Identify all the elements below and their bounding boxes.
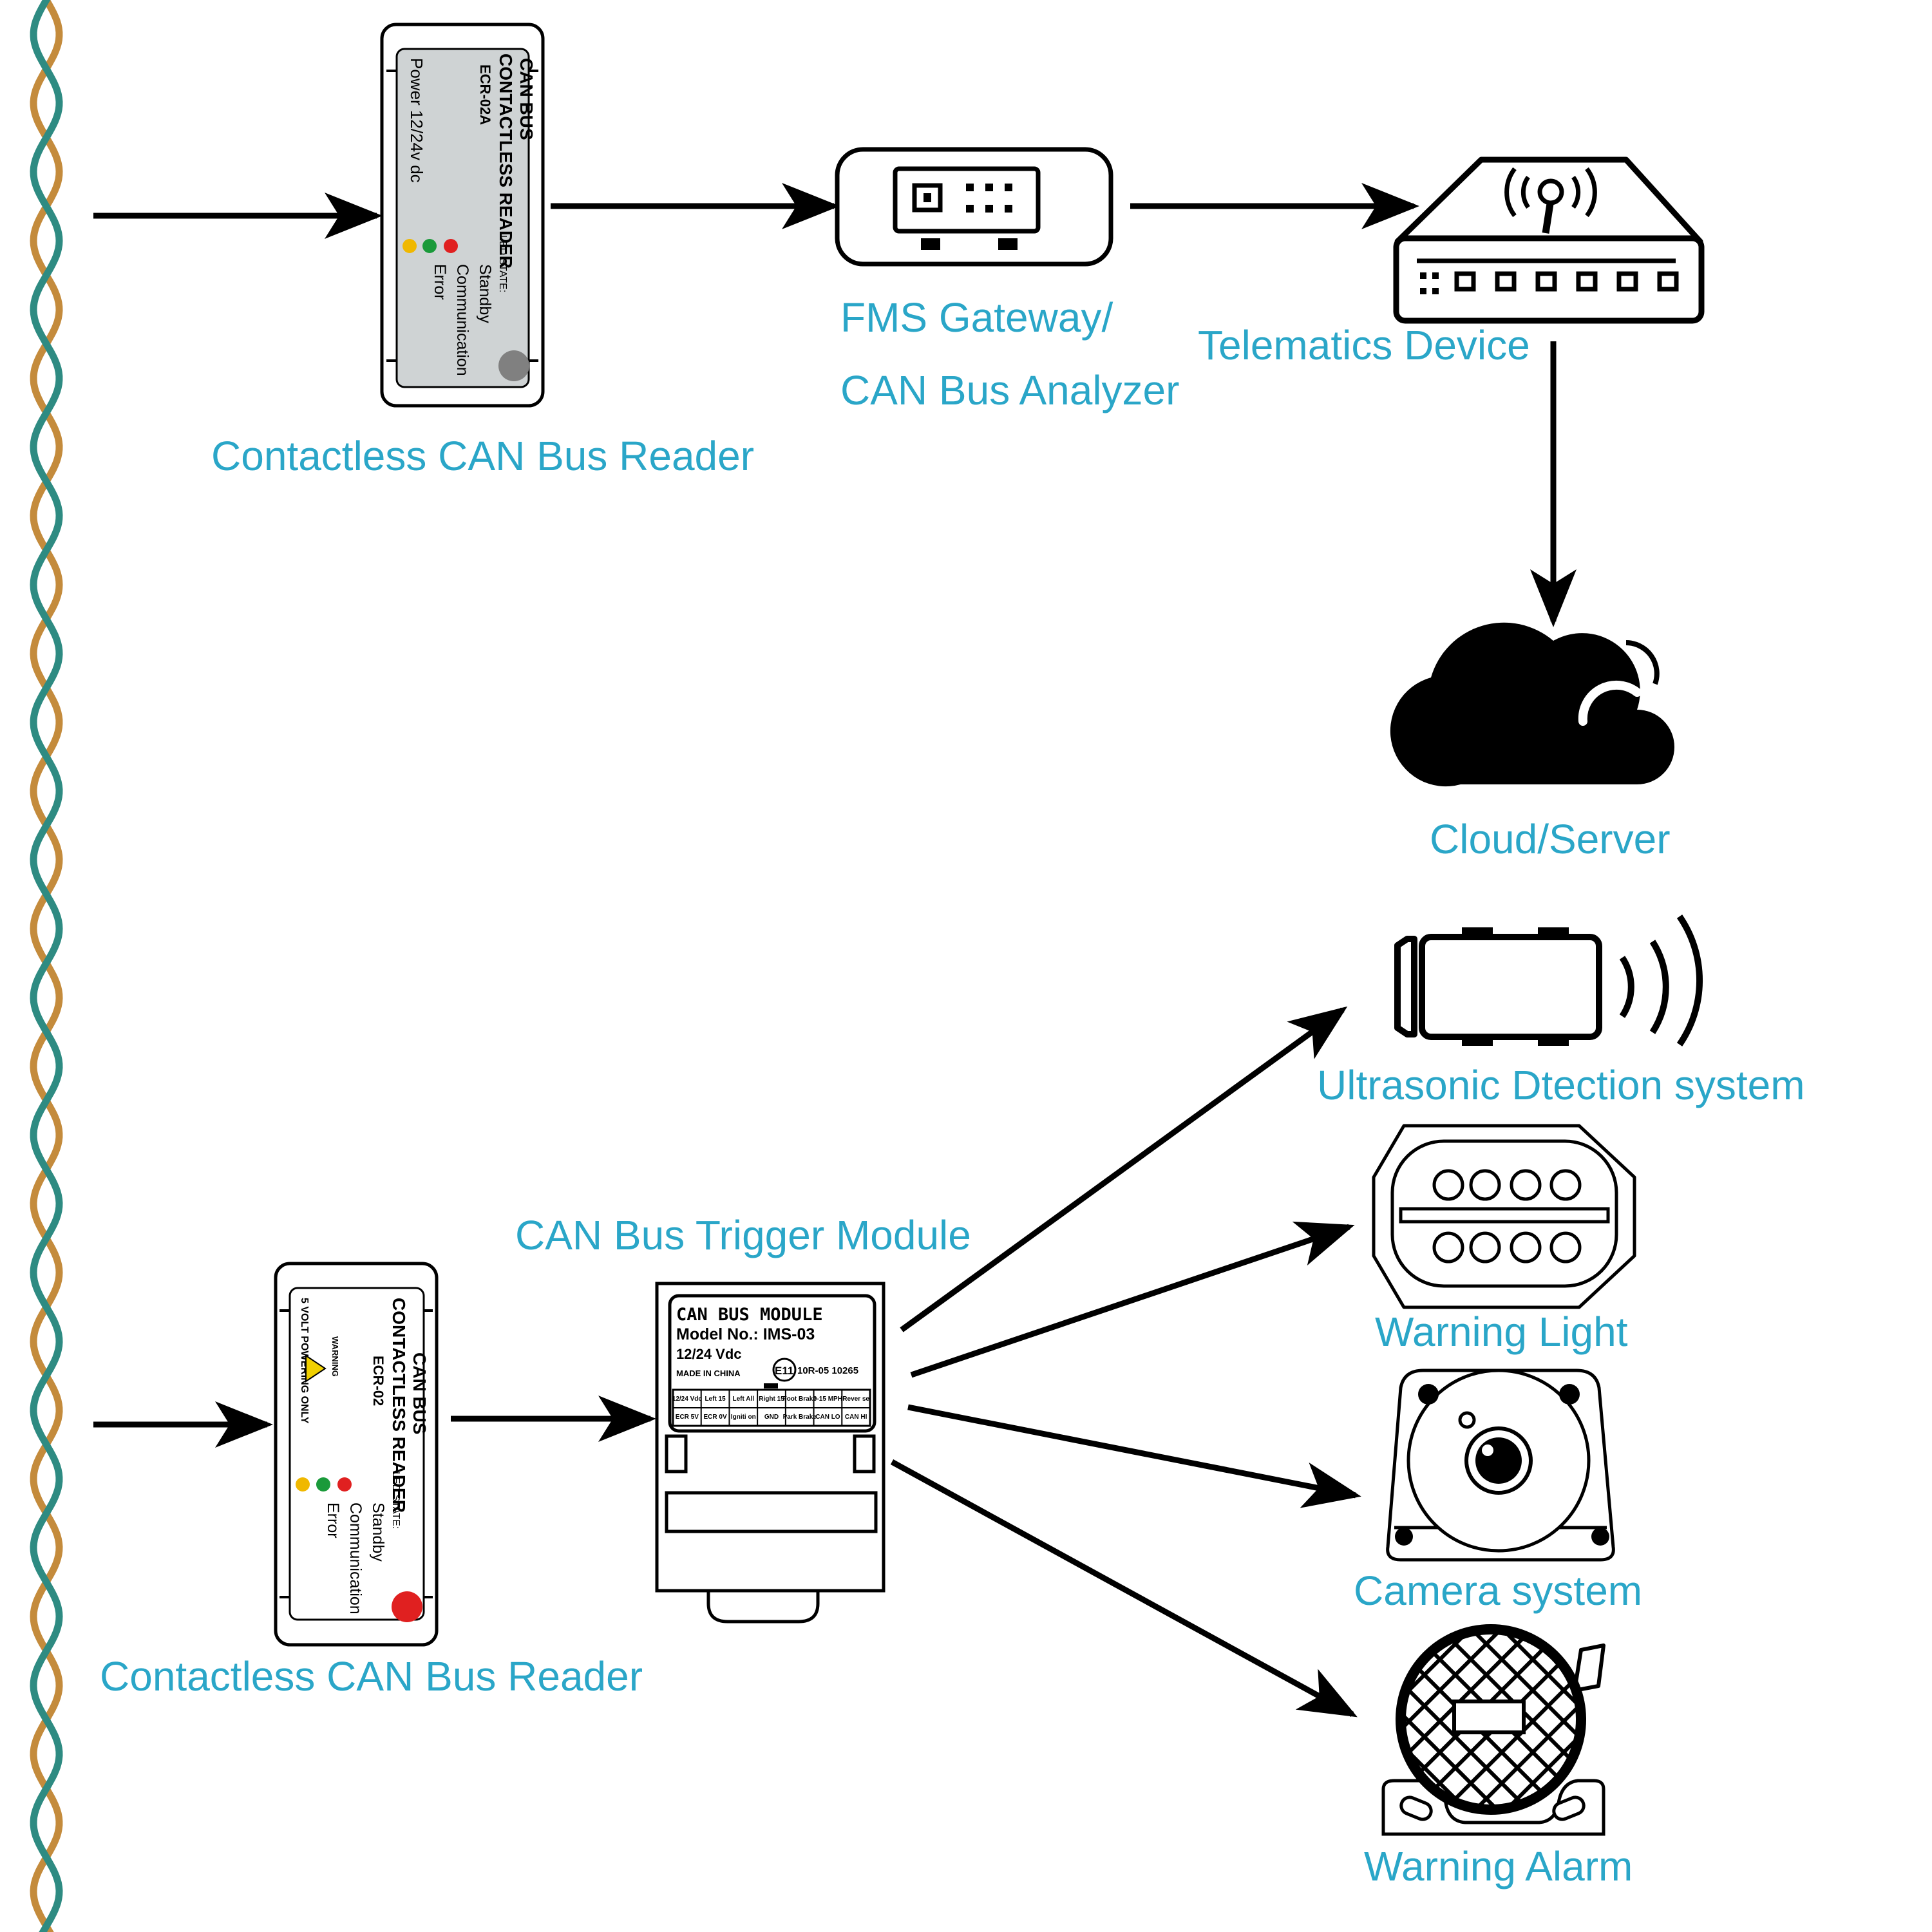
- connection-arrows: [93, 183, 1577, 1718]
- module-pin-label-top: Left All: [733, 1396, 755, 1403]
- module-pin-label-top: Foot Brake: [783, 1396, 817, 1403]
- module-pin-label-bottom: ECR 0V: [704, 1414, 727, 1421]
- can-bus-module-icon: CAN BUS MODULE Model No.: IMS-03 12/24 V…: [655, 1282, 886, 1624]
- reader-top-led2: Communication: [453, 264, 471, 376]
- reader-bottom-led1: Standby: [369, 1502, 387, 1562]
- module-pin-label-bottom: CAN LO: [815, 1414, 840, 1421]
- reader-bottom-power: 5 VOLT POWERING ONLY: [299, 1298, 310, 1424]
- led-standby: [444, 239, 458, 253]
- label-camera: Camera system: [1354, 1567, 1642, 1614]
- label-trigger-module: CAN Bus Trigger Module: [515, 1212, 971, 1258]
- label-reader-top: Contactless CAN Bus Reader: [211, 433, 754, 479]
- sensor-dot: [392, 1591, 422, 1622]
- warning-light-icon: [1372, 1124, 1636, 1309]
- cert-mark-icon: [772, 1358, 797, 1382]
- warning-alarm-icon: [1381, 1624, 1605, 1836]
- arrow-module-to-alarm: [890, 1459, 1358, 1718]
- ultrasonic-sensor-icon: [1394, 914, 1703, 1046]
- module-pin-label-top: Rever se: [842, 1396, 869, 1403]
- contactless-reader-bottom: CAN BUS CONTACTLESS READER ECR-02 WARNIN…: [274, 1262, 439, 1647]
- module-cert: 10R-05 10265: [797, 1365, 858, 1376]
- labels: Contactless CAN Bus Reader FMS Gateway/ …: [100, 294, 1805, 1889]
- module-made: MADE IN CHINA: [676, 1368, 741, 1378]
- reader-top-line2: CONTACTLESS READER: [496, 53, 516, 269]
- module-pin-label-bottom: ECR 5V: [676, 1414, 699, 1421]
- reader-bottom-warning: WARNING: [330, 1336, 340, 1377]
- warning-triangle-icon: [305, 1354, 327, 1383]
- led-error: [296, 1477, 310, 1492]
- module-pin-label-bottom: Park Brake: [783, 1414, 817, 1421]
- arrow-module-to-warning-light: [910, 1221, 1355, 1378]
- label-cloud: Cloud/Server: [1430, 816, 1671, 862]
- module-pin-label-top: Left 15: [705, 1396, 726, 1403]
- cloud-icon: [1390, 622, 1674, 787]
- module-voltage: 12/24 Vdc: [676, 1346, 742, 1362]
- module-pin-label-bottom: Igniti on: [731, 1414, 756, 1421]
- label-gateway-line1: FMS Gateway/: [840, 294, 1113, 341]
- reader-top-power: Power 12/24v dc: [407, 58, 426, 183]
- reader-bottom-led2: Communication: [346, 1502, 365, 1615]
- reader-bottom-model: ECR-02: [370, 1356, 386, 1406]
- led-error: [402, 239, 417, 253]
- module-pin-label-top: 12/24 Vdc: [672, 1396, 703, 1403]
- reader-bottom-led-state: LED STATE:: [390, 1472, 401, 1529]
- camera-icon: [1386, 1368, 1615, 1562]
- reader-top-model: ECR-02A: [477, 64, 493, 125]
- arrow-module-to-ultrasonic: [900, 1006, 1348, 1332]
- led-standby: [337, 1477, 352, 1492]
- label-warning-alarm: Warning Alarm: [1364, 1843, 1633, 1889]
- reader-bottom-line2: CONTACTLESS READER: [389, 1298, 409, 1513]
- reader-top-led-state: LED STATE:: [497, 235, 508, 292]
- contactless-reader-top: CAN BUS CONTACTLESS READER ECR-02A Power…: [380, 23, 545, 408]
- module-model: Model No.: IMS-03: [676, 1325, 815, 1343]
- reader-top-line1: CAN BUS: [516, 58, 536, 140]
- label-warning-light: Warning Light: [1375, 1309, 1628, 1355]
- reader-top-led1: Standby: [476, 264, 494, 323]
- led-communication: [422, 239, 437, 253]
- module-title: CAN BUS MODULE: [676, 1305, 823, 1325]
- module-pin-label-top: 0-15 MPH: [813, 1396, 842, 1403]
- sensor-dot: [498, 350, 529, 381]
- label-telematics: Telematics Device: [1198, 322, 1530, 368]
- label-reader-bottom: Contactless CAN Bus Reader: [100, 1653, 643, 1700]
- module-pin-label-bottom: GND: [764, 1414, 779, 1421]
- fms-gateway-icon: [835, 147, 1113, 267]
- can-wire-strand-b: [30, 0, 63, 1932]
- module-pin-label-top: Right 15: [759, 1396, 784, 1403]
- reader-bottom-line1: CAN BUS: [410, 1352, 430, 1435]
- module-cert-mark: E11: [775, 1365, 793, 1377]
- module-pin-label-bottom: CAN HI: [845, 1414, 867, 1421]
- reader-top-led3: Error: [431, 264, 449, 300]
- label-ultrasonic: Ultrasonic Dtection system: [1317, 1062, 1805, 1108]
- led-communication: [316, 1477, 330, 1492]
- arrow-module-to-camera: [907, 1404, 1361, 1508]
- telematics-router-icon: [1393, 156, 1705, 324]
- reader-bottom-led3: Error: [324, 1502, 342, 1539]
- label-gateway-line2: CAN Bus Analyzer: [840, 367, 1179, 413]
- can-wire-twisted-pair: [30, 0, 63, 1932]
